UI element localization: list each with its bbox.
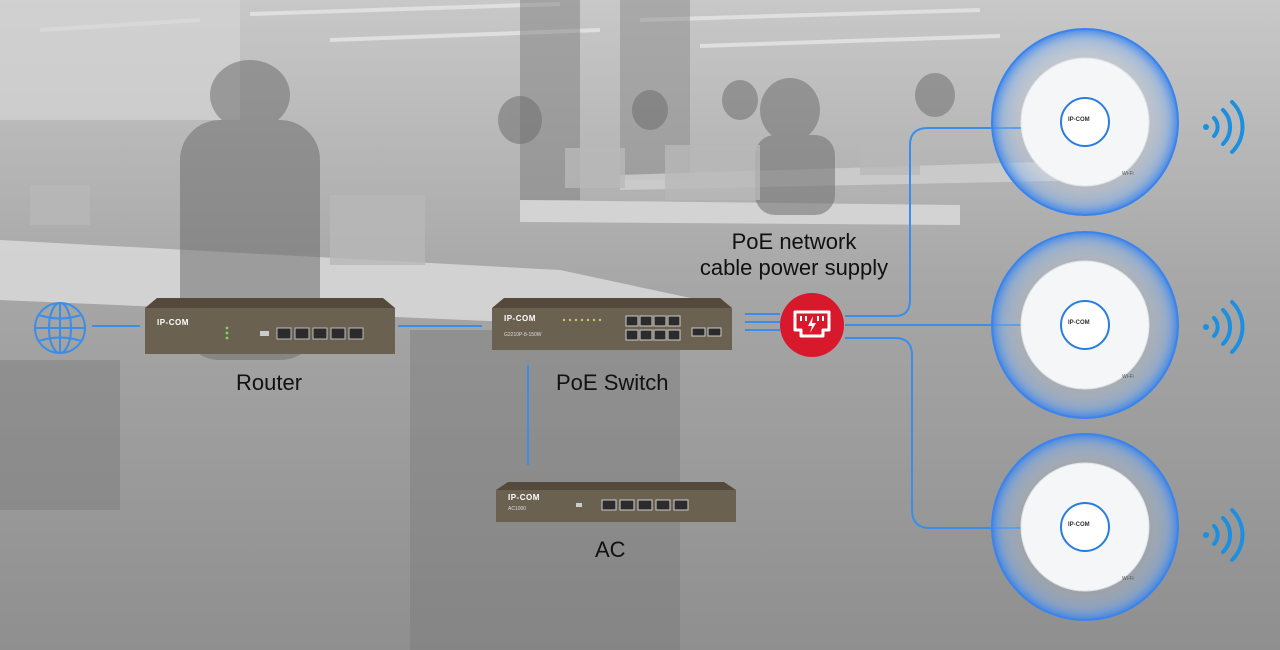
ac-device: IP-COM AC1000 [496,482,736,522]
router-device: IP-COM [145,298,395,354]
ap-middle-brand: IP-COM [1068,320,1090,326]
internet-globe [32,300,88,356]
router-brand: IP-COM [157,318,189,327]
switch-model: G2210P-8-150W [504,332,542,338]
ap-bottom-badge: Wi-Fi [1122,576,1134,582]
access-point-middle: IP-COM Wi-Fi [990,230,1180,420]
poe-ethernet-icon [780,293,844,357]
poe-caption-line2: cable power supply [699,255,889,280]
poe-switch-label: PoE Switch [556,370,669,395]
poe-badge [779,292,845,358]
access-point-top: IP-COM Wi-Fi [990,27,1180,217]
poe-switch-device: IP-COM G2210P-8-150W [492,298,732,350]
ap-top-brand: IP-COM [1068,117,1090,123]
ap-middle-badge: Wi-Fi [1122,374,1134,380]
ac-brand: IP-COM [508,493,540,502]
ac-model: AC1000 [508,506,527,512]
switch-brand: IP-COM [504,314,536,323]
router-label: Router [236,370,303,395]
wifi-signal-icon [1203,508,1245,562]
poe-caption: PoE network cable power supply [688,229,900,281]
globe-icon [34,302,86,354]
poe-caption-line1: PoE network [731,229,857,254]
link-poe-ap-bottom [845,337,1025,529]
access-point-bottom: IP-COM Wi-Fi [990,432,1180,622]
wifi-signal-icon [1203,300,1245,354]
ap-bottom-brand: IP-COM [1068,522,1090,528]
ac-label: AC [595,537,626,562]
wifi-signal-icon [1203,100,1245,154]
ap-top-badge: Wi-Fi [1122,171,1134,177]
link-poe-ap-top [845,127,1025,317]
